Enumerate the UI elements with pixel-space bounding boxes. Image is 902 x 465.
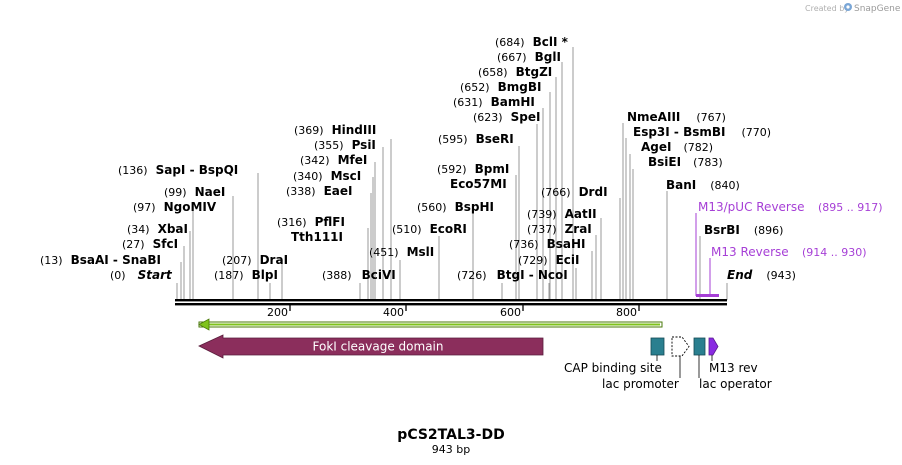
site-drdi[interactable]: (766)DrdI xyxy=(541,185,608,199)
site-naei[interactable]: (99)NaeI xyxy=(164,185,225,199)
site-zrai[interactable]: (737)ZraI xyxy=(527,222,592,236)
primer-annotations: M13/pUC Reverse (895 .. 917) M13 Reverse… xyxy=(695,200,883,297)
feature-cap-label: CAP binding site xyxy=(564,361,662,375)
site-xbai[interactable]: (34)XbaI xyxy=(127,222,188,236)
feature-m13rev-label: M13 rev xyxy=(709,361,758,375)
feature-foki-label: FokI cleavage domain xyxy=(313,340,444,354)
axis-label-400: 400 xyxy=(383,306,404,319)
site-bsahi[interactable]: (736)BsaHI xyxy=(509,237,586,251)
site-leader-lines xyxy=(176,47,728,300)
watermark-brand: SnapGene xyxy=(854,4,901,14)
primer-m13puc-range: (895 .. 917) xyxy=(818,201,883,214)
site-mfei[interactable]: (342)MfeI xyxy=(300,153,367,167)
site-aatii[interactable]: (739)AatII xyxy=(527,207,597,221)
site-ecori[interactable]: (510)EcoRI xyxy=(392,222,467,236)
site-spei[interactable]: (623)SpeI xyxy=(473,110,540,124)
map-title: pCS2TAL3-DD 943 bp xyxy=(397,427,504,456)
site-pflfi[interactable]: (316)PflFI xyxy=(277,215,345,229)
feature-foki-cleavage-domain[interactable]: FokI cleavage domain xyxy=(198,334,544,359)
site-psii[interactable]: (355)PsiI xyxy=(314,138,376,152)
backbone-top-strand xyxy=(175,299,727,302)
axis-label-800: 800 xyxy=(616,306,637,319)
feature-lac-promoter-label: lac promoter xyxy=(602,377,679,391)
small-features[interactable]: CAP binding site lac promoter M13 rev la… xyxy=(564,336,772,391)
feature-lac-operator-label: lac operator xyxy=(699,377,772,391)
site-bpmi[interactable]: (592)BpmI xyxy=(437,162,509,176)
site-bsphi[interactable]: (560)BspHI xyxy=(417,200,494,214)
watermark-prefix: Created by xyxy=(805,4,849,13)
orf-arrow[interactable] xyxy=(198,318,663,331)
site-ngomiv[interactable]: (97)NgoMIV xyxy=(133,200,217,214)
site-btgzi[interactable]: (658)BtgZI xyxy=(478,65,552,79)
site-msli[interactable]: (451)MslI xyxy=(369,245,434,259)
site-bseri[interactable]: (595)BseRI xyxy=(438,132,514,146)
feature-lac-promoter-arrow xyxy=(671,336,690,357)
backbone-bottom-strand xyxy=(175,303,727,306)
site-hindiii[interactable]: (369)HindIII xyxy=(294,123,376,137)
site-ecii[interactable]: (729)EciI xyxy=(518,253,579,267)
site-bamhi[interactable]: (631)BamHI xyxy=(453,95,535,109)
primer-m13rev-name: M13 Reverse xyxy=(711,245,789,259)
primer-m13rev-range: (914 .. 930) xyxy=(802,246,867,259)
site-btgi-ncoi[interactable]: (726)BtgI - NcoI xyxy=(457,268,568,282)
site-labels: (0)Start (13)BsaAI - SnaBI (27)SfcI (34)… xyxy=(40,35,796,282)
site-start[interactable]: (0)Start xyxy=(110,268,173,282)
axis-label-600: 600 xyxy=(500,306,521,319)
site-bgli[interactable]: (667)BglI xyxy=(497,50,561,64)
site-bcli[interactable]: (684)BclI * xyxy=(495,35,569,49)
site-drai[interactable]: (207)DraI xyxy=(222,253,288,267)
site-bcivi[interactable]: (388)BciVI xyxy=(322,268,396,282)
primer-m13puc-name: M13/pUC Reverse xyxy=(698,200,805,214)
site-msci[interactable]: (340)MscI xyxy=(293,169,361,183)
site-nmeaiii[interactable]: NmeAIII(767) xyxy=(627,110,726,124)
site-bani[interactable]: BanI(840) xyxy=(666,178,740,192)
site-bsiei[interactable]: BsiEI(783) xyxy=(648,155,723,169)
site-esp3i-bsmbi[interactable]: Esp3I - BsmBI(770) xyxy=(633,125,771,139)
axis-label-200: 200 xyxy=(267,306,288,319)
plasmid-length: 943 bp xyxy=(432,443,470,456)
feature-lac-operator-box xyxy=(693,337,706,356)
site-end[interactable]: End(943) xyxy=(727,268,796,282)
watermark[interactable]: Created by SnapGene xyxy=(805,3,901,14)
snapgene-logo-icon xyxy=(844,3,852,11)
feature-m13rev-arrow xyxy=(708,337,719,356)
site-tth111i[interactable]: Tth111I xyxy=(291,230,343,244)
site-eaei[interactable]: (338)EaeI xyxy=(286,184,353,198)
primer-bar xyxy=(696,294,719,297)
site-blpi[interactable]: (187)BlpI xyxy=(214,268,278,282)
site-bsaai-snabi[interactable]: (13)BsaAI - SnaBI xyxy=(40,253,161,267)
feature-cap-box xyxy=(650,337,665,356)
site-eco57mi[interactable]: Eco57MI xyxy=(450,177,507,191)
site-sfci[interactable]: (27)SfcI xyxy=(122,237,178,251)
sequence-backbone: 200 400 600 800 xyxy=(175,299,727,319)
site-sapi-bspqi[interactable]: (136)SapI - BspQI xyxy=(118,163,238,177)
plasmid-name: pCS2TAL3-DD xyxy=(397,427,504,443)
site-bsrbi[interactable]: BsrBI(896) xyxy=(704,223,783,237)
site-bmgbi[interactable]: (652)BmgBI xyxy=(460,80,541,94)
site-agei[interactable]: AgeI(782) xyxy=(641,140,713,154)
